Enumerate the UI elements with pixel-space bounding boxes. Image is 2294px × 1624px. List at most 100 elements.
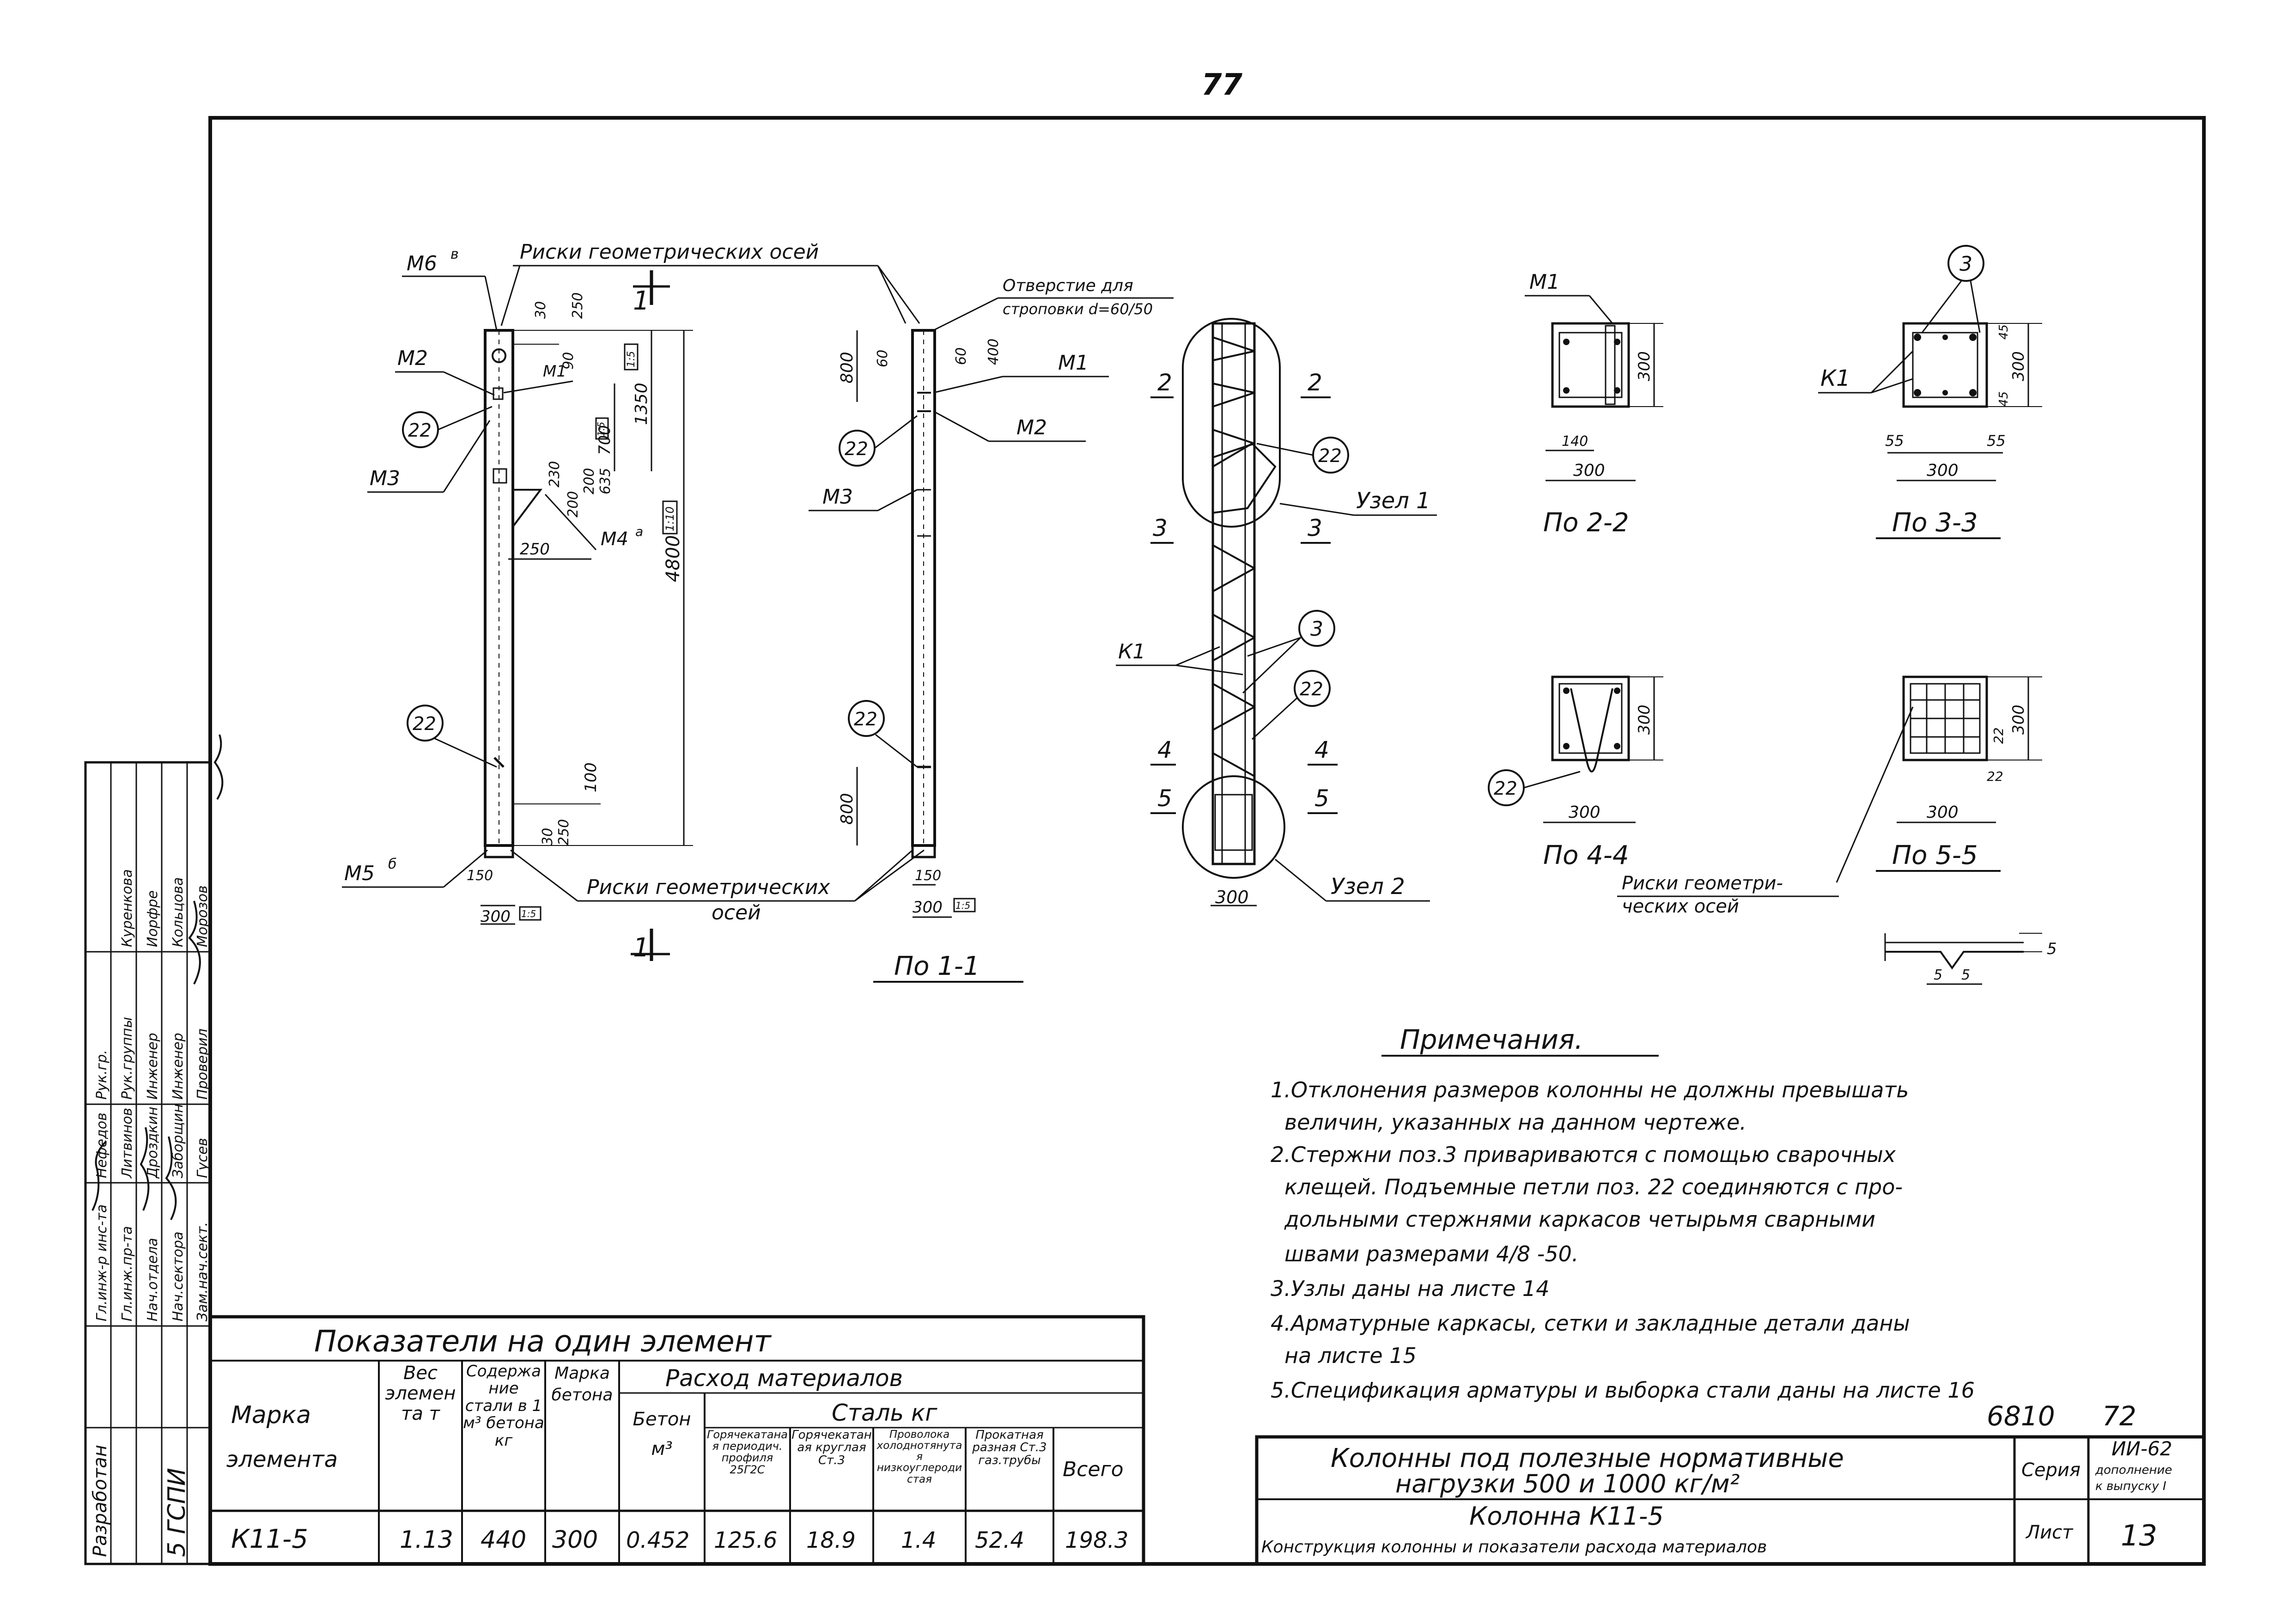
note-line-7: 3.Узлы даны на листе 14: [1271, 1276, 1549, 1301]
cell-steel-1: 125.6: [714, 1527, 777, 1553]
th-mark: Марка: [231, 1401, 311, 1429]
sig-role2-2: Рук.группы: [119, 1017, 135, 1100]
node2-label: Узел 2: [1331, 874, 1405, 900]
sig-name-5: Гусев: [195, 1138, 211, 1178]
sig-name2-4: Кольцова: [170, 877, 186, 947]
sig-name-4: Заборщин: [170, 1104, 186, 1178]
series-label: Серия: [2021, 1460, 2081, 1481]
label-m1-sec: М1: [1529, 270, 1560, 294]
dim-300-s3v: 300: [2009, 351, 2028, 381]
pos3-marker-2: [1947, 245, 1984, 282]
sheet-label: Лист: [2025, 1522, 2074, 1543]
th-consumption: Расход материалов: [665, 1365, 903, 1392]
dim-5-a: 5: [2047, 940, 2057, 958]
th-steel-col-3: Проволока холоднотянутая низкоуглеродист…: [876, 1429, 962, 1485]
section-2-2: М1 300 140 300 По 2-2: [1525, 270, 1663, 538]
cell-mark: К11-5: [231, 1524, 308, 1554]
note-line-2: величин, указанных на данном чертеже.: [1284, 1110, 1746, 1135]
dim-1350: 1350: [632, 383, 651, 425]
dim-45-a: 45: [1997, 324, 2011, 340]
sig-role2-4: Инженер: [170, 1033, 186, 1100]
note-line-5: дольными стержнями каркасов четырьмя сва…: [1284, 1207, 1875, 1232]
dim-800-top: 800: [838, 352, 857, 383]
note-line-10: 5.Спецификация арматуры и выборка стали …: [1271, 1378, 1975, 1403]
dim-scale-15-a: 1:5: [626, 351, 637, 367]
dim-scale-15-d: 1:5: [955, 900, 970, 911]
cut-mark-bottom: 1: [633, 933, 650, 963]
note-line-6: швами размерами 4/8 -50.: [1284, 1241, 1578, 1266]
risks-bottom-1: Риски геометрических: [587, 876, 830, 899]
label-m3: М3: [370, 467, 400, 490]
sig-name-2: Литвинов: [119, 1108, 135, 1179]
th-steel-col-4: Прокатная разная Ст.3 газ.трубы: [972, 1429, 1047, 1467]
code-6810: 6810: [1987, 1400, 2055, 1432]
signature-strip: Гл.инж-р инс-та Гл.инж.пр-та Нач.отдела …: [84, 734, 224, 1565]
th-concrete: Бетон м³: [633, 1409, 691, 1460]
dim-700: 700: [596, 425, 614, 455]
note-line-9: на листе 15: [1284, 1343, 1417, 1368]
pos22-marker-4: [848, 700, 885, 737]
description: Конструкция колонны и показатели расхода…: [1261, 1538, 1767, 1557]
section-2-right: 2: [1308, 369, 1322, 396]
section-5-left: 5: [1157, 785, 1172, 812]
element-name: Колонна К11-5: [1469, 1502, 1664, 1531]
cell-concrete-mark: 300: [552, 1526, 598, 1554]
label-k1-sec: К1: [1820, 365, 1850, 391]
sig-role2-5: Проверил: [195, 1028, 211, 1100]
column-elevation-side: Отверстие для строповки d=60/50 М1 М2 22…: [809, 276, 1174, 983]
pos22-label-4: 22: [854, 709, 877, 730]
series-value: ИИ-62: [2111, 1437, 2172, 1460]
sig-role2-1: Рук.гр.: [94, 1050, 110, 1100]
dim-5-c: 5: [1961, 967, 1970, 983]
dim-scale-15-c: 1:5: [521, 908, 536, 919]
dim-300-b: 300: [913, 898, 943, 917]
dim-150-b: 150: [915, 868, 941, 884]
section-4-right: 4: [1314, 736, 1329, 763]
series-note-2: к выпуску I: [2095, 1479, 2166, 1493]
sheet-number: 13: [2121, 1519, 2157, 1552]
dim-140: 140: [1562, 433, 1588, 450]
indicators-table: Показатели на один элемент Марка элемент…: [208, 1315, 1145, 1566]
section-4-4: 22 300 300 По 4-4: [1488, 675, 1663, 870]
view-3-3: По 3-3: [1892, 508, 1978, 538]
cell-steel-2: 18.9: [806, 1527, 856, 1553]
cell-total: 198.3: [1065, 1527, 1128, 1553]
th-total: Всего: [1063, 1458, 1123, 1481]
label-m3-side: М3: [822, 485, 853, 509]
label-m2-side: М2: [1016, 416, 1047, 439]
label-m2: М2: [397, 347, 428, 370]
code-72: 72: [2102, 1400, 2136, 1432]
sig-name2-3: Иорфре: [145, 890, 161, 947]
dim-60b: 60: [953, 347, 969, 365]
opening-label-2: строповки d=60/50: [1003, 300, 1153, 318]
label-m4-sup: а: [635, 524, 643, 539]
th-steel-col-1: Горячекатаная периодич. профиля 25Г2С: [707, 1429, 788, 1476]
pos22-label-1: 22: [408, 420, 432, 441]
section-5-5: 300 22 22 300 По 5-5: [1836, 675, 2042, 883]
sig-role-1: Гл.инж-р инс-та: [94, 1204, 110, 1321]
note-line-1: 1.Отклонения размеров колонны не должны …: [1271, 1077, 1909, 1102]
dim-scale-15-b: 1:5: [596, 422, 607, 437]
sig-role-4: Нач.сектора: [170, 1231, 186, 1321]
pos22-marker-6: [1294, 670, 1331, 707]
dim-300-a: 300: [481, 907, 511, 926]
label-m1: М1: [543, 362, 566, 381]
label-m6: М6: [407, 252, 437, 275]
axis-risk-detail: Риски геометри- ческих осей 5 5 5: [1617, 873, 2057, 985]
sig-role-2: Гл.инж.пр-та: [119, 1226, 135, 1321]
main-title-2: нагрузки 500 и 1000 кг/м²: [1395, 1469, 1740, 1498]
section-3-3: 3 К1 300 45 45 55 55 300 По 3-3: [1818, 245, 2042, 539]
view-1-1: По 1-1: [894, 951, 980, 981]
developed-label: Разработан: [90, 1445, 111, 1557]
dim-45-b: 45: [1997, 391, 2011, 407]
dim-100: 100: [582, 762, 600, 792]
dim-250-bot: 250: [556, 819, 572, 845]
pos22-label-6: 22: [1300, 679, 1323, 700]
label-m4: М4: [601, 529, 628, 550]
dim-200b: 200: [565, 491, 581, 517]
risks-bottom-2: осей: [712, 901, 761, 925]
k1-label: К1: [1118, 640, 1145, 663]
reinforcement-cage: 2 2 22 Узел 1 3 3 К1 3 22 4 4 5 5 Узел: [1116, 318, 1437, 907]
pos3-marker-1: [1298, 610, 1335, 647]
